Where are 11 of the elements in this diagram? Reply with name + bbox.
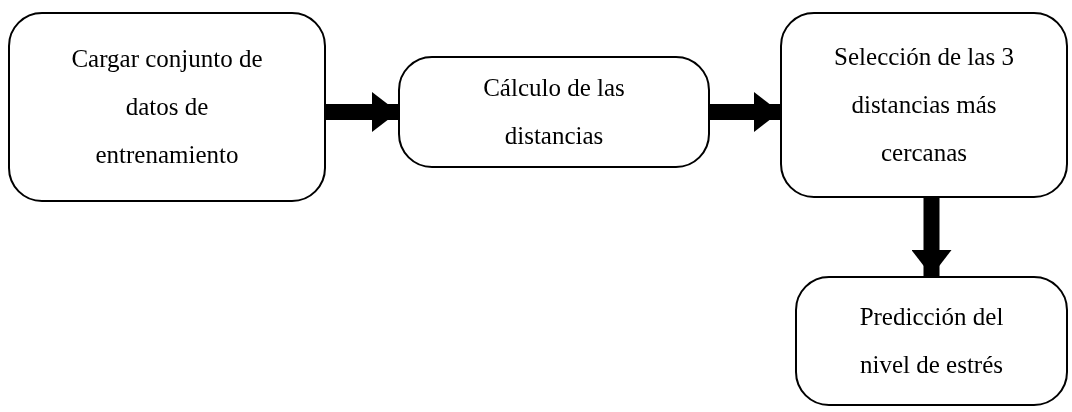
process-box xyxy=(780,12,1068,198)
box-label: Selección de las 3 distancias más cercanas xyxy=(833,42,1015,168)
box-label: Cálculo de las distancias xyxy=(482,73,626,151)
arrow xyxy=(326,92,398,132)
box-label: Predicción del nivel de estrés xyxy=(858,302,1005,380)
box-label: Cargar conjunto de datos de entrenamiento xyxy=(70,44,264,170)
process-box xyxy=(398,56,710,168)
process-box xyxy=(8,12,326,202)
arrow xyxy=(710,92,780,132)
process-box xyxy=(795,276,1068,406)
arrow xyxy=(911,198,952,276)
